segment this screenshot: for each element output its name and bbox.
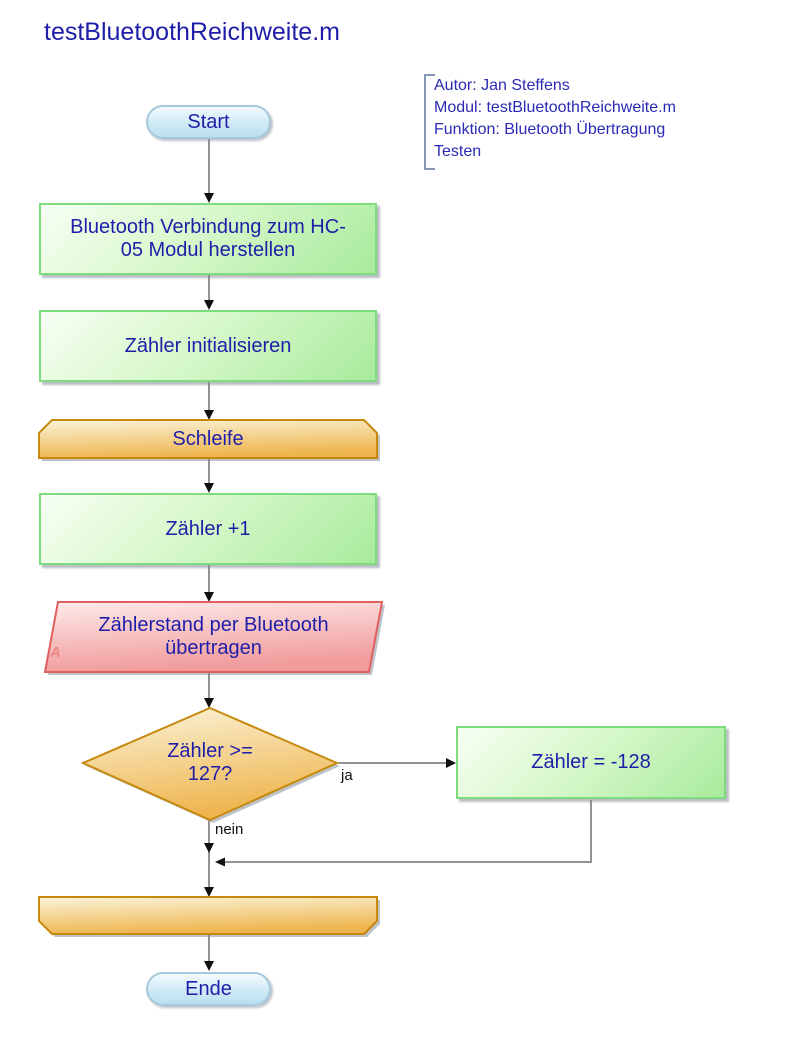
- comment-line-funktion: Funktion: Bluetooth Übertragung: [434, 121, 666, 138]
- io-label: Zählerstand per Bluetooth übertragen: [98, 614, 329, 659]
- end-terminator: Ende: [146, 972, 271, 1006]
- comment-line-testen: Testen: [434, 143, 482, 160]
- comment-line-author: Autor: Jan Steffens: [434, 77, 570, 94]
- decision-node: Zähler >= 127?: [150, 733, 270, 793]
- io-marker: A: [50, 644, 61, 661]
- process-connect-label: Bluetooth Verbindung zum HC-05 Modul her…: [70, 216, 346, 261]
- loop-begin-label: Schleife: [172, 427, 244, 450]
- io-node: Zählerstand per Bluetooth übertragen: [58, 602, 369, 672]
- decision-label: Zähler >= 127?: [167, 740, 253, 785]
- start-label: Start: [187, 110, 230, 133]
- arrowheads: [204, 193, 456, 971]
- loop-begin-shape: [38, 419, 378, 459]
- comment-bracket: [424, 74, 435, 170]
- start-terminator: Start: [146, 105, 271, 139]
- process-increment-label: Zähler +1: [165, 517, 251, 540]
- io-shape: [43, 601, 384, 673]
- process-reset: Zähler = -128: [456, 726, 726, 799]
- process-init-label: Zähler initialisieren: [124, 334, 292, 357]
- page-title: testBluetoothReichweite.m: [44, 18, 340, 46]
- comment-block: Autor: Jan Steffens Modul: testBluetooth…: [434, 75, 676, 163]
- process-connect: Bluetooth Verbindung zum HC-05 Modul her…: [39, 203, 377, 275]
- process-increment: Zähler +1: [39, 493, 377, 565]
- process-reset-label: Zähler = -128: [531, 751, 651, 773]
- branch-yes-label: ja: [341, 767, 353, 784]
- loop-begin-node: Schleife: [39, 420, 377, 458]
- decision-shape: [80, 706, 340, 822]
- branch-no-label: nein: [215, 821, 244, 838]
- comment-line-modul: Modul: testBluetoothReichweite.m: [434, 99, 676, 116]
- loop-end-shape: [38, 896, 378, 935]
- process-init: Zähler initialisieren: [39, 310, 377, 382]
- end-label: Ende: [185, 977, 232, 1000]
